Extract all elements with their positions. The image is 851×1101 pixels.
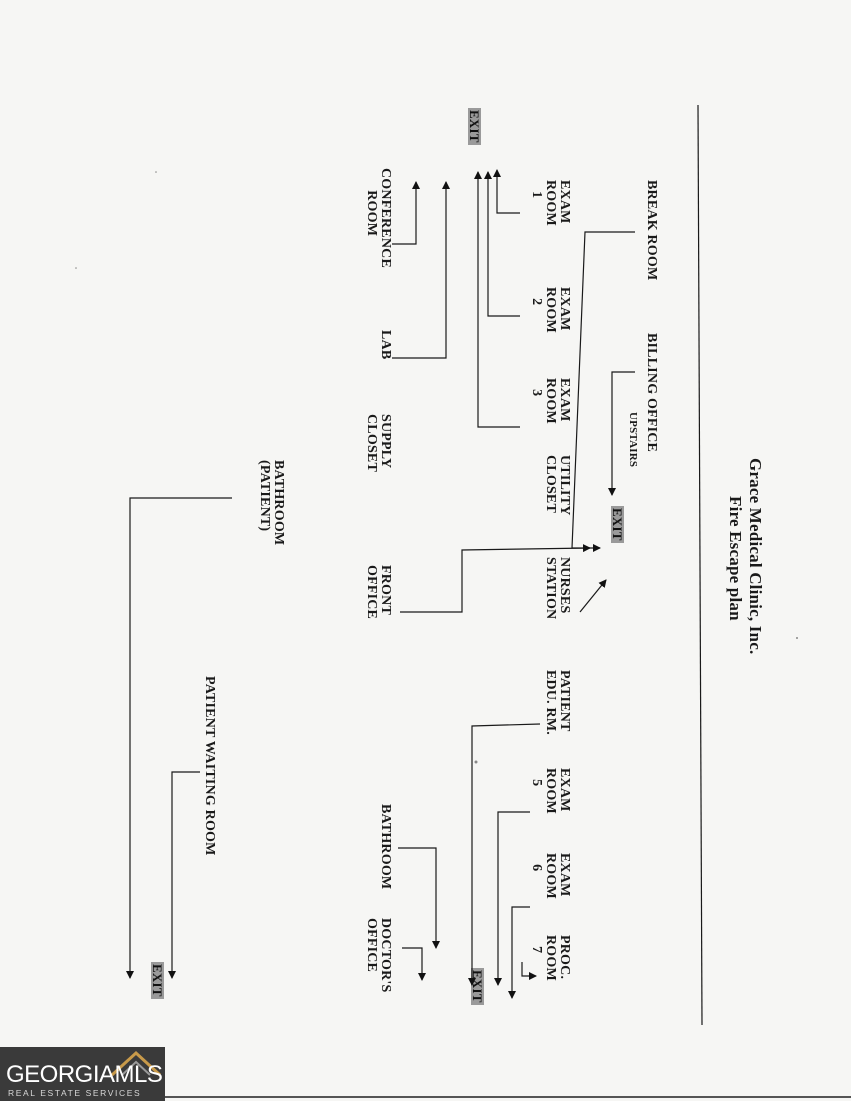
margin-rule bbox=[697, 104, 703, 1026]
route-nurses-station bbox=[579, 579, 607, 613]
route-front-office bbox=[400, 544, 591, 613]
route-doctors-office bbox=[402, 947, 426, 981]
route-exam-5 bbox=[494, 811, 530, 986]
house-roof-icon bbox=[110, 1050, 162, 1077]
georgia-mls-logo: GEORGIAMLS REAL ESTATE SERVICES bbox=[0, 1047, 165, 1101]
route-proc-7 bbox=[521, 962, 537, 980]
route-bathroom-patient bbox=[126, 497, 232, 979]
route-exam-3 bbox=[474, 171, 520, 428]
route-bathroom bbox=[398, 847, 440, 949]
route-exam-2 bbox=[484, 171, 520, 317]
route-billing-office bbox=[608, 371, 635, 496]
logo-tagline: REAL ESTATE SERVICES bbox=[8, 1088, 142, 1098]
bottom-rule bbox=[165, 1096, 851, 1098]
route-exam-1 bbox=[493, 169, 520, 214]
route-patient-edu bbox=[468, 723, 541, 986]
route-exam-6 bbox=[508, 906, 530, 999]
route-conference bbox=[392, 181, 420, 245]
route-lab bbox=[392, 181, 450, 359]
logo-brand: GEORGIAMLS bbox=[6, 1061, 163, 1088]
route-waiting-room bbox=[168, 771, 200, 979]
route-break-room bbox=[571, 231, 635, 552]
